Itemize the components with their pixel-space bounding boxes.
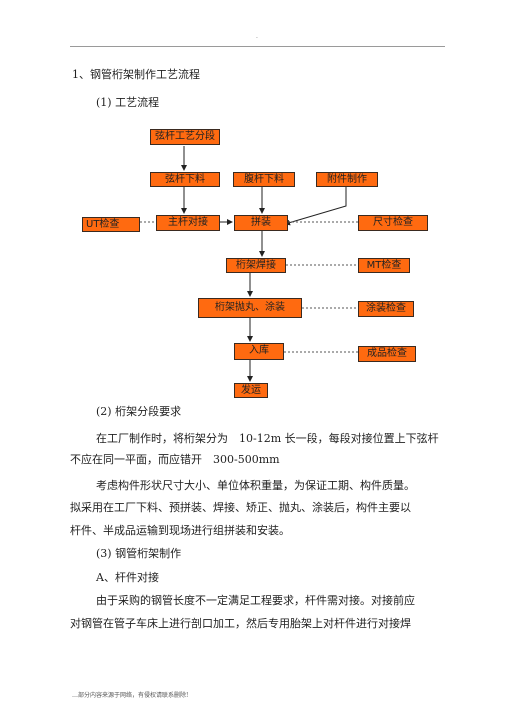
flow-box-coating-check: 涂装检查: [358, 301, 414, 317]
section-3-title: (3) 钢管桁架制作: [96, 547, 182, 560]
flow-box-accessory-fabrication: 附件制作: [316, 172, 378, 187]
flow-box-final-inspection: 成品检查: [358, 346, 416, 362]
header-dot: .: [256, 33, 258, 40]
heading-workflow: (1) 工艺流程: [96, 96, 160, 109]
flow-box-shot-blast-coating: 桁架抛丸、涂装: [198, 298, 302, 318]
paragraph-2-line-2: 拟采用在工厂下料、预拼装、焊接、矫正、抛丸、涂装后，构件主要以: [70, 501, 411, 514]
flow-box-assembly: 拼装: [234, 215, 288, 231]
paragraph-1-line-1: 在工厂制作时，将桁架分为 10-12m 长一段，每段对接位置上下弦杆: [96, 432, 439, 445]
paragraph-2-line-1: 考虑构件形状尺寸大小、单位体积重量，为保证工期、构件质量。: [96, 479, 415, 492]
flow-box-dimension-check: 尺寸检查: [358, 215, 428, 231]
flow-box-shipping: 发运: [234, 383, 268, 398]
paragraph-3-line-2: 对钢管在管子车床上进行剖口加工，然后专用胎架上对杆件进行对接焊: [70, 617, 411, 630]
header-rule: [70, 46, 445, 47]
paragraph-1-line-2: 不应在同一平面，而应错开 300-500mm: [70, 453, 280, 466]
flow-box-warehousing: 入库: [234, 343, 284, 360]
flow-box-mt-inspection: MT检查: [358, 258, 410, 273]
heading-process-flow: 1、钢管桁架制作工艺流程: [72, 68, 200, 81]
flow-box-web-cutting: 腹杆下料: [233, 172, 295, 187]
footer-disclaimer: …部分内容来源于网络，有侵权请联系删除!: [72, 692, 189, 699]
flow-box-chord-cutting: 弦杆下料: [150, 172, 220, 187]
section-2-title: (2) 桁架分段要求: [96, 405, 182, 418]
flow-box-ut-inspection: UT检查: [82, 217, 140, 232]
flow-box-main-rod-butt-joint: 主杆对接: [156, 215, 220, 231]
paragraph-3-line-1: 由于采购的钢管长度不一定满足工程要求，杆件需对接。对接前应: [96, 594, 415, 607]
flow-box-chord-segmentation: 弦杆工艺分段: [150, 129, 220, 145]
flow-box-truss-welding: 桁架焊接: [226, 258, 286, 273]
paragraph-2-line-3: 杆件、半成品运输到现场进行组拼装和安装。: [70, 524, 290, 537]
section-a-title: A、杆件对接: [96, 571, 159, 584]
